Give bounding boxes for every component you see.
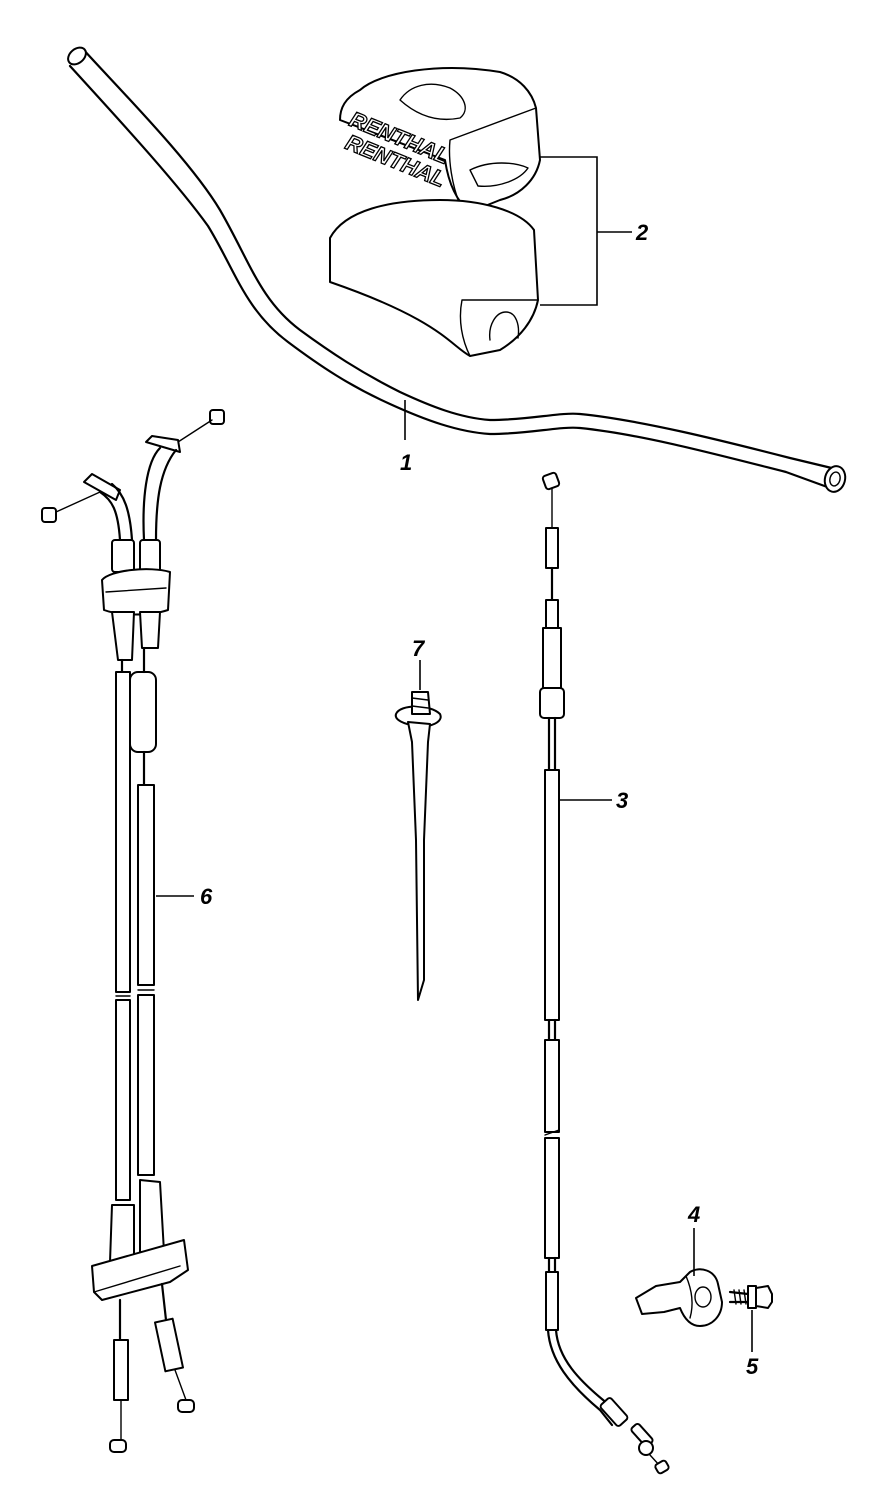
bar-pad: RENTHAL RENTHAL — [329, 67, 541, 357]
handlebar — [67, 46, 847, 493]
cable-clamp — [635, 1268, 723, 1327]
callout-7: 7 — [412, 636, 426, 661]
callout-3: 3 — [616, 788, 628, 813]
throttle-cable — [41, 409, 225, 1453]
callout-4: 4 — [687, 1202, 700, 1227]
callout-2: 2 — [635, 220, 649, 245]
cable-tie — [394, 691, 442, 1001]
bolt — [728, 1285, 773, 1309]
callout-1: 1 — [400, 450, 412, 475]
clutch-cable — [539, 471, 670, 1475]
callout-5: 5 — [746, 1354, 759, 1379]
leader-lines — [156, 156, 753, 1352]
callout-6: 6 — [200, 884, 213, 909]
callouts: 1 2 3 4 5 6 7 — [200, 220, 759, 1379]
